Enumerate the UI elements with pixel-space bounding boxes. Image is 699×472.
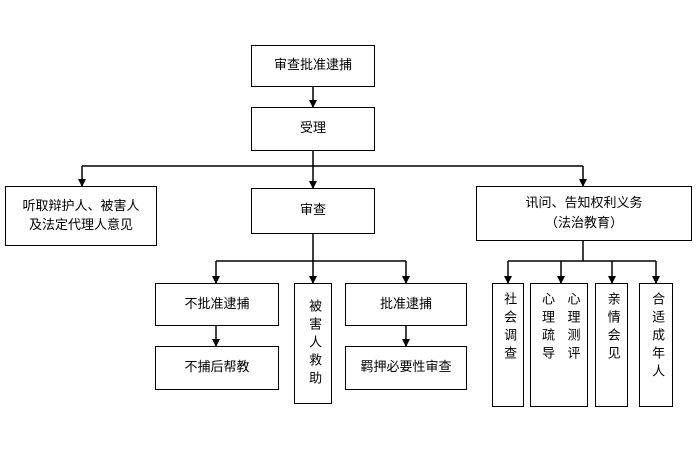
node-label: 不捕后帮教 xyxy=(184,360,250,376)
node-label-line1: 听取辩护人、被害人 xyxy=(22,198,140,214)
node-label: 社会调查 xyxy=(501,292,517,364)
node-interrogate-inform: 讯问、告知权利义务 （法治教育） xyxy=(476,186,692,241)
node-no-arrest-help: 不捕后帮教 xyxy=(155,346,279,390)
node-label: 受理 xyxy=(299,121,326,137)
node-victim-aid: 被害人救助 xyxy=(294,283,332,404)
node-label-line2: 及法定代理人意见 xyxy=(28,218,133,233)
node-label: 批准逮捕 xyxy=(379,296,432,312)
node-label: 合适成年人 xyxy=(649,292,665,382)
node-approve-arrest: 批准逮捕 xyxy=(345,283,467,326)
node-label: 亲情会见 xyxy=(604,292,620,364)
node-family-visit: 亲情会见 xyxy=(595,283,628,407)
node-label: 不批准逮捕 xyxy=(184,296,250,312)
node-review: 审查 xyxy=(251,188,375,234)
node-label: 羁押必要性审查 xyxy=(360,360,452,376)
node-social-survey: 社会调查 xyxy=(492,283,524,407)
node-detention-review: 羁押必要性审查 xyxy=(345,346,467,390)
node-label-line2: （法治教育） xyxy=(544,215,623,231)
node-label: 审查 xyxy=(299,203,326,219)
node-label: 被害人救助 xyxy=(306,298,322,389)
node-hear-opinions: 听取辩护人、被害人 及法定代理人意见 xyxy=(5,186,157,246)
node-no-arrest: 不批准逮捕 xyxy=(155,283,279,326)
node-accept: 受理 xyxy=(251,107,375,151)
node-psychology: 心理测评 心理疏导 xyxy=(530,283,588,407)
node-adult-present: 合适成年人 xyxy=(639,283,673,407)
node-label: 审查批准逮捕 xyxy=(273,58,352,74)
node-label-psych-test: 心理测评 xyxy=(564,292,580,364)
node-label-psych-counsel: 心理疏导 xyxy=(539,292,554,364)
node-label-line1: 讯问、告知权利义务 xyxy=(525,196,643,211)
node-approve-arrest-review: 审查批准逮捕 xyxy=(251,45,375,87)
